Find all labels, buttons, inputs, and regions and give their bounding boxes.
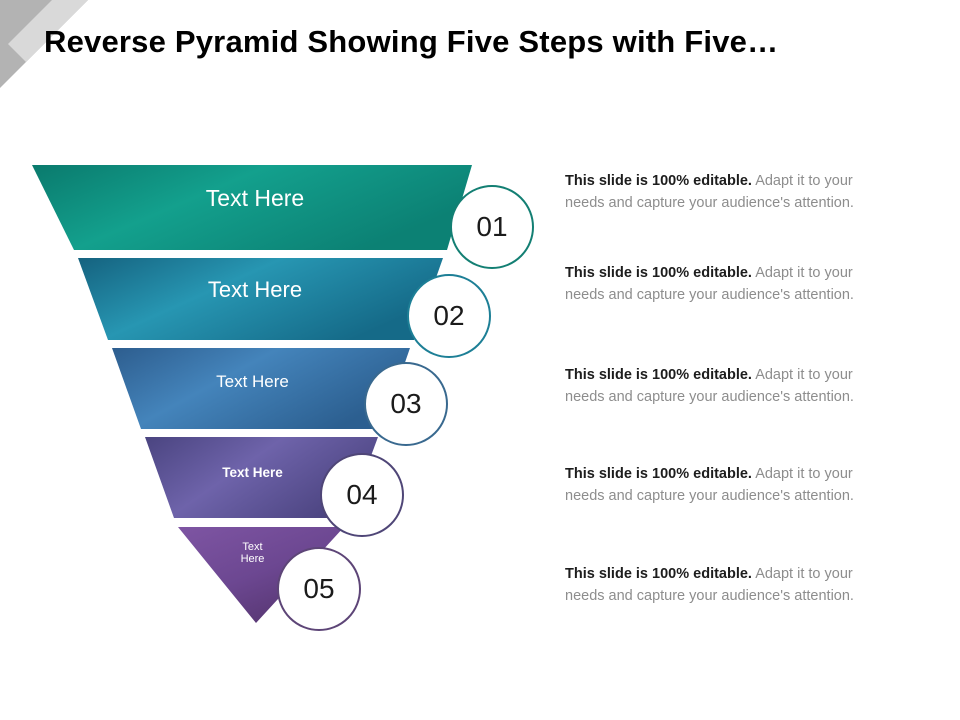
step-number-badge-05[interactable]: 05 <box>277 547 361 631</box>
funnel-svg <box>32 165 472 623</box>
step-number-badge-04-text: 04 <box>346 479 378 510</box>
description-block-1: This slide is 100% editable. Adapt it to… <box>565 170 895 214</box>
description-block-2-bold: This slide is 100% editable. <box>565 265 752 281</box>
description-block-4: This slide is 100% editable. Adapt it to… <box>565 463 895 507</box>
step-number-badge-02-text: 02 <box>433 300 465 331</box>
step-number-badge-01-text: 01 <box>476 211 508 242</box>
funnel-segment-4[interactable] <box>145 437 378 518</box>
description-block-3-rest: Adapt it to your needs and capture your … <box>565 367 854 406</box>
description-block-4-rest: Adapt it to your needs and capture your … <box>565 466 854 505</box>
description-block-5: This slide is 100% editable. Adapt it to… <box>565 563 895 607</box>
funnel-segment-3[interactable] <box>112 348 410 429</box>
step-number-badge-01[interactable]: 01 <box>450 185 534 269</box>
description-block-2-rest: Adapt it to your needs and capture your … <box>565 265 854 304</box>
step-number-badge-03-text: 03 <box>390 388 422 419</box>
description-block-3-bold: This slide is 100% editable. <box>565 367 752 383</box>
page-title: Reverse Pyramid Showing Five Steps with … <box>44 24 779 59</box>
step-number-badge-04[interactable]: 04 <box>320 453 404 537</box>
funnel-diagram: Text Here Text Here Text Here Text Here … <box>32 165 534 631</box>
step-number-badge-02[interactable]: 02 <box>407 274 491 358</box>
description-block-4-bold: This slide is 100% editable. <box>565 466 752 482</box>
description-block-1-rest: Adapt it to your needs and capture your … <box>565 173 854 212</box>
funnel-segment-2[interactable] <box>78 258 443 340</box>
step-number-badge-03[interactable]: 03 <box>364 362 448 446</box>
description-block-2: This slide is 100% editable. Adapt it to… <box>565 262 895 306</box>
step-number-badge-05-text: 05 <box>303 573 335 604</box>
funnel-segment-1[interactable] <box>32 165 472 250</box>
description-block-5-bold: This slide is 100% editable. <box>565 566 752 582</box>
description-block-3: This slide is 100% editable. Adapt it to… <box>565 364 895 408</box>
description-block-5-rest: Adapt it to your needs and capture your … <box>565 566 854 605</box>
description-block-1-bold: This slide is 100% editable. <box>565 173 752 189</box>
